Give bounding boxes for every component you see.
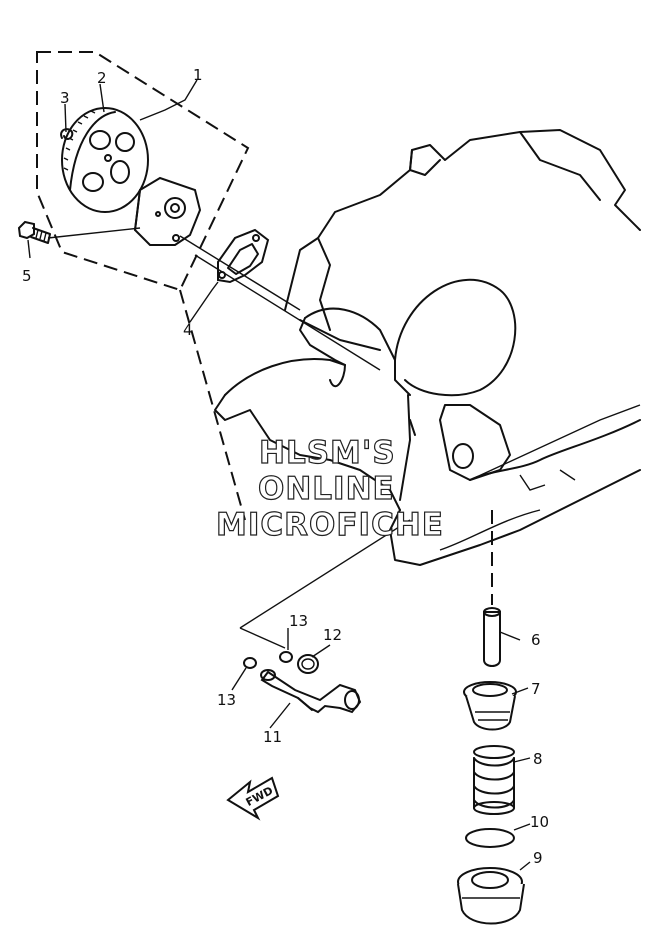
callout-5: 5 bbox=[22, 267, 32, 285]
callout-8: 8 bbox=[533, 750, 543, 768]
watermark-line-3: MICROFICHE bbox=[216, 507, 444, 543]
drain-plug bbox=[457, 861, 531, 925]
watermark-line-1: HLSM'S bbox=[259, 435, 396, 471]
callout-11: 11 bbox=[263, 728, 282, 746]
spring bbox=[473, 745, 531, 815]
watermark-line-2: ONLINE bbox=[258, 471, 395, 507]
callout-6: 6 bbox=[531, 631, 541, 649]
callout-3: 3 bbox=[60, 89, 70, 107]
oil-strainer-pipe bbox=[260, 669, 362, 714]
bolt bbox=[17, 220, 51, 244]
upper-leader-lines bbox=[27, 79, 381, 371]
callout-labels: 1 2 3 4 5 6 7 8 9 10 11 12 13 13 bbox=[22, 66, 549, 867]
o-ring-10 bbox=[465, 823, 531, 848]
crankcase-outline bbox=[214, 129, 641, 566]
callout-7: 7 bbox=[531, 680, 541, 698]
o-ring-13-lower bbox=[243, 657, 257, 669]
pump-gasket bbox=[217, 228, 270, 284]
assembly-group-outline bbox=[36, 51, 250, 521]
oil-pump-gear bbox=[61, 107, 149, 213]
oil-pump-housing bbox=[133, 176, 202, 246]
callout-1: 1 bbox=[193, 66, 203, 84]
callout-4: 4 bbox=[183, 321, 193, 339]
drain-pipe bbox=[483, 510, 521, 667]
callout-12: 12 bbox=[323, 626, 342, 644]
watermark: HLSM'S ONLINE MICROFICHE bbox=[215, 434, 444, 543]
callout-13-upper: 13 bbox=[289, 612, 308, 630]
o-ring-12 bbox=[297, 654, 319, 674]
callout-9: 9 bbox=[533, 849, 543, 867]
o-ring-13-upper bbox=[279, 651, 293, 663]
circlip bbox=[60, 128, 74, 140]
callout-10: 10 bbox=[530, 813, 549, 831]
strainer bbox=[463, 681, 529, 731]
callout-13-lower: 13 bbox=[217, 691, 236, 709]
callout-2: 2 bbox=[97, 69, 107, 87]
fwd-arrow-icon: FWD bbox=[226, 776, 280, 821]
lower-leader-lines bbox=[231, 519, 411, 729]
